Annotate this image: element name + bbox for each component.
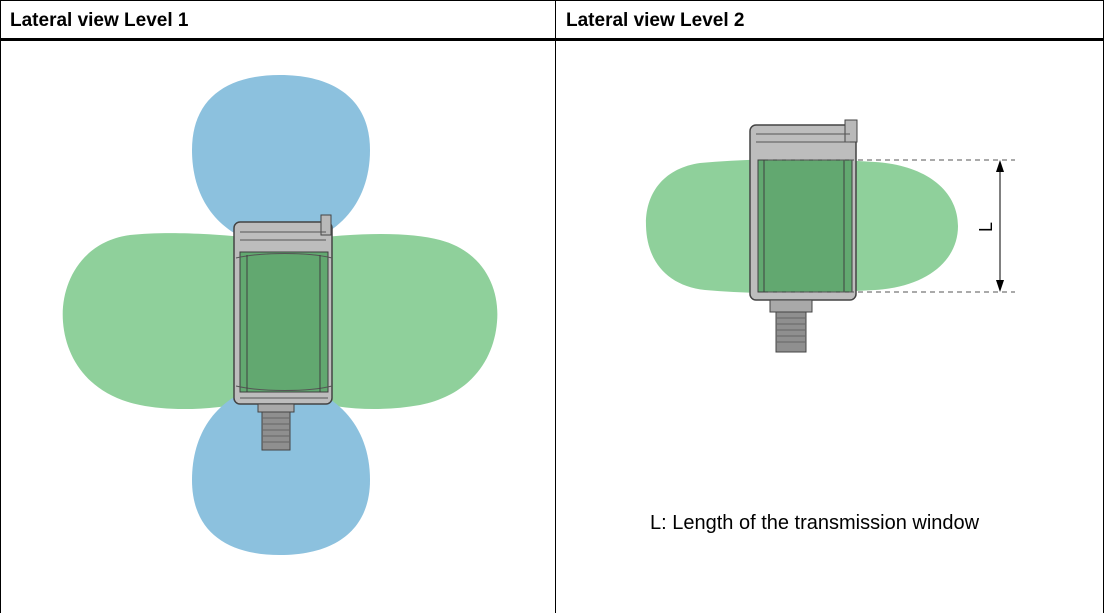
level-1-diagram: [62, 75, 498, 555]
table-top-border: [0, 0, 1104, 1]
dimension-caption: L: Length of the transmission window: [650, 512, 980, 534]
sensor-device-level-2: [749, 119, 858, 353]
column-divider: [555, 0, 556, 613]
header-level-1: Lateral view Level 1: [10, 10, 189, 31]
dimension-lines: [768, 159, 1015, 293]
dimension-label: L: [976, 222, 996, 232]
green-lobe-right: [298, 234, 498, 410]
header-divider: [0, 38, 1104, 41]
dimension-arrow-top: [996, 160, 1004, 172]
table-left-border: [0, 0, 1, 613]
sensor-device-level-1: [233, 214, 333, 451]
blue-lobe-top: [192, 75, 370, 248]
blue-lobe-bottom: [192, 382, 370, 555]
level-2-diagram: L: [645, 119, 1015, 353]
green-lobe-left: [62, 233, 270, 410]
header-level-2: Lateral view Level 2: [566, 10, 745, 31]
dimension-arrow-bottom: [996, 280, 1004, 292]
